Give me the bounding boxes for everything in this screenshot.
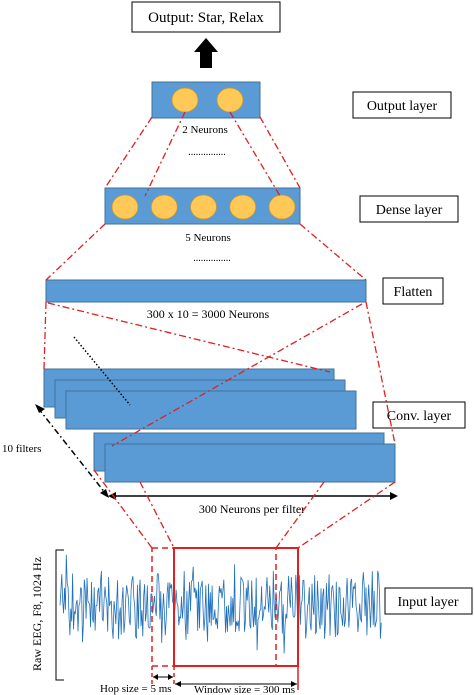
conv-filter bbox=[104, 443, 396, 483]
neuron bbox=[111, 194, 139, 220]
output-layer-label: Output layer bbox=[367, 99, 438, 114]
dense-layer-label: Dense layer bbox=[376, 203, 443, 218]
eeg-signal bbox=[59, 554, 382, 654]
flatten-label-box bbox=[382, 277, 444, 305]
up-arrow-icon bbox=[194, 38, 218, 68]
connector-line bbox=[275, 481, 325, 549]
connector-line bbox=[297, 481, 396, 549]
neuron bbox=[150, 194, 178, 220]
dense-neurons bbox=[111, 194, 296, 220]
connector-line bbox=[259, 116, 301, 189]
window-arrow-head-left bbox=[175, 681, 181, 687]
filters-arrow-head-bottom bbox=[100, 489, 109, 498]
connector-line bbox=[365, 301, 396, 445]
window-arrow-head-right bbox=[291, 681, 297, 687]
connector-line bbox=[299, 223, 367, 281]
connector-lines bbox=[43, 111, 396, 549]
output-layer-label-box bbox=[352, 91, 452, 119]
dense-ellipsis: ............... bbox=[193, 253, 231, 264]
per-filter-arrow-head-right bbox=[390, 492, 398, 500]
flatten-layer-block bbox=[45, 279, 367, 303]
neuron bbox=[216, 87, 244, 113]
connector-line bbox=[43, 301, 47, 370]
hop-arrow-head-right bbox=[168, 674, 173, 680]
flatten-label: Flatten bbox=[394, 285, 433, 300]
connector-line bbox=[104, 116, 153, 189]
dense-neurons-caption: 5 Neurons bbox=[185, 232, 231, 244]
filters-caption: 10 filters bbox=[2, 443, 41, 455]
window-caption: Window size = 300 ms bbox=[194, 684, 295, 695]
per-filter-caption: 300 Neurons per filter bbox=[199, 502, 305, 516]
output-box bbox=[131, 1, 281, 33]
connector-line bbox=[229, 111, 281, 197]
current-window bbox=[173, 547, 299, 667]
output-neurons-caption: 2 Neurons bbox=[182, 124, 228, 136]
connector-line bbox=[45, 223, 106, 281]
connector-line bbox=[139, 481, 175, 549]
filters-arrow bbox=[37, 407, 107, 495]
input-layer-label-box bbox=[384, 587, 473, 615]
hop-caption: Hop size = 5 ms bbox=[100, 683, 172, 695]
neuron bbox=[190, 194, 217, 220]
per-filter-arrow-head-left bbox=[108, 492, 116, 500]
output-box-text: Output: Star, Relax bbox=[148, 10, 264, 26]
input-layer-label: Input layer bbox=[397, 595, 458, 610]
filters-arrow-head-top bbox=[35, 404, 45, 413]
conv-layer-label-box bbox=[372, 401, 466, 429]
output-ellipsis: ............... bbox=[188, 147, 226, 158]
hop-arrow-head-left bbox=[153, 674, 158, 680]
flatten-neurons-caption: 300 x 10 = 3000 Neurons bbox=[147, 307, 270, 321]
output-layer-block bbox=[151, 81, 261, 119]
connector-line bbox=[47, 302, 331, 373]
connector-line bbox=[93, 469, 153, 549]
connector-line bbox=[111, 303, 363, 447]
neuron bbox=[171, 87, 199, 113]
dense-layer-label-box bbox=[359, 195, 459, 223]
conv-dotted-diagonal bbox=[73, 336, 131, 406]
conv-layer-label: Conv. layer bbox=[387, 409, 452, 424]
eeg-axis-label: Raw EEG, F8, 1024 Hz bbox=[30, 557, 44, 671]
neuron bbox=[268, 194, 296, 220]
connector-line bbox=[144, 111, 186, 197]
eeg-axis-bracket bbox=[55, 549, 64, 681]
neuron bbox=[229, 194, 257, 220]
conv-filter bbox=[65, 390, 357, 430]
